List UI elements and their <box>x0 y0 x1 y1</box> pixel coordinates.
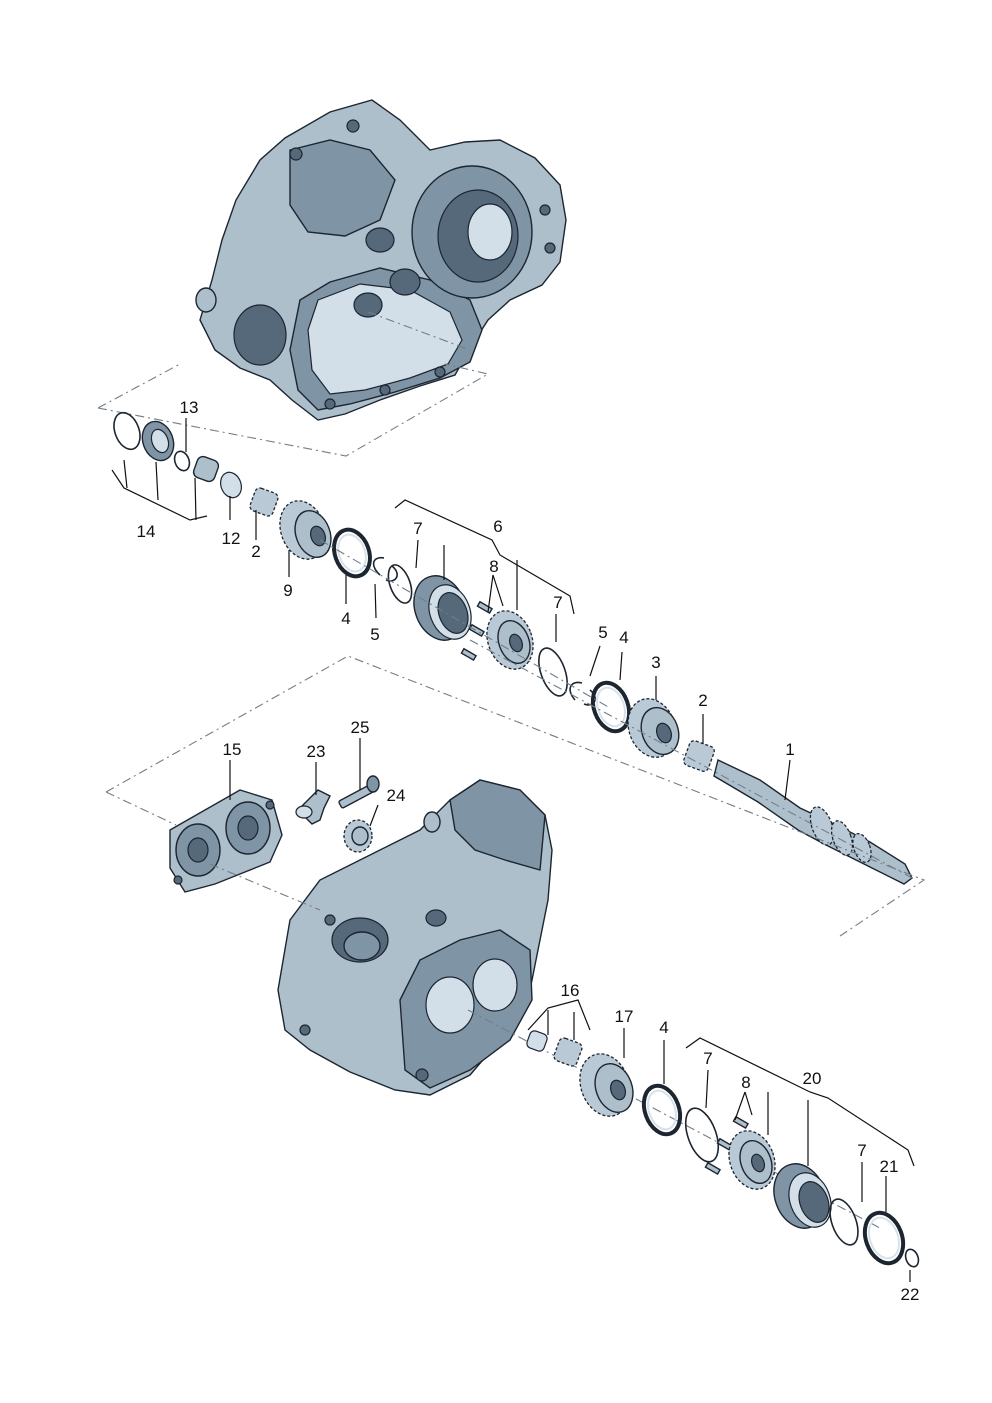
key-8-c <box>460 647 478 662</box>
callout-12: 12 <box>222 529 241 548</box>
key-8-d <box>732 1115 750 1130</box>
callout-4-mid: 4 <box>619 628 628 647</box>
callout-7-b: 7 <box>553 593 562 612</box>
lower-gearbox-housing <box>277 779 553 1096</box>
alignment-line-shaft-axis-upper <box>319 539 917 881</box>
selector-lever-23 <box>295 789 331 825</box>
upper-shaft-parts <box>113 411 913 885</box>
bush-14 <box>192 455 220 483</box>
sliding-sleeve-20 <box>773 1163 832 1229</box>
input-shaft-1 <box>713 759 913 885</box>
gear-3 <box>627 698 680 758</box>
callout-23: 23 <box>307 742 326 761</box>
callout-4-lower: 4 <box>659 1018 668 1037</box>
callout-4-upper: 4 <box>341 609 350 628</box>
synchro-ring-4-lower <box>641 1083 683 1137</box>
callout-7-d: 7 <box>857 1141 866 1160</box>
washer-12 <box>220 471 242 499</box>
callout-9: 9 <box>283 581 292 600</box>
callout-7-c: 7 <box>703 1049 712 1068</box>
circlip-14 <box>113 411 141 451</box>
needle-bearing-16 <box>553 1037 583 1067</box>
callout-14: 14 <box>137 522 156 541</box>
callout-25: 25 <box>351 718 370 737</box>
synchro-hub-20 <box>728 1130 776 1190</box>
callout-7-a: 7 <box>413 519 422 538</box>
ring-21 <box>862 1210 906 1266</box>
callout-21: 21 <box>880 1157 899 1176</box>
synchro-ring-4-mid <box>590 680 632 734</box>
key-8-f <box>704 1161 722 1176</box>
key-8-b <box>468 623 486 638</box>
callout-2-lower: 2 <box>698 691 707 710</box>
callout-15: 15 <box>223 740 242 759</box>
bolt-25 <box>338 775 380 809</box>
sliding-sleeve-6 <box>413 575 472 641</box>
callout-22: 22 <box>901 1285 920 1304</box>
lower-shaft-parts <box>526 1030 920 1268</box>
lower-leader-lines <box>229 738 915 1282</box>
callout-6: 6 <box>493 517 502 536</box>
callout-5-upper: 5 <box>370 625 379 644</box>
callout-2-upper: 2 <box>251 542 260 561</box>
callout-8-lower: 8 <box>741 1073 750 1092</box>
alignment-line-upper-axis <box>367 311 471 351</box>
callout-8-upper: 8 <box>489 557 498 576</box>
needle-bearing-2-lower <box>683 740 715 772</box>
ball-bearing-14 <box>141 420 175 462</box>
callout-5-mid: 5 <box>598 623 607 642</box>
drive-gear-24 <box>343 819 373 853</box>
callout-labels: 1 2 2 3 4 4 4 5 5 6 7 7 7 7 8 8 9 12 13 … <box>137 398 920 1304</box>
synchro-ring-4-upper <box>332 527 372 579</box>
callout-1: 1 <box>785 740 794 759</box>
gear-17 <box>579 1053 634 1117</box>
spring-5-upper <box>372 556 398 582</box>
alignment-line-upper-box <box>97 363 490 457</box>
wire-ring-7-c <box>684 1107 720 1163</box>
key-8-a <box>476 600 494 615</box>
callout-17: 17 <box>615 1007 634 1026</box>
alignment-line-lower-box <box>105 655 926 937</box>
upper-gearbox-housing <box>195 99 567 421</box>
needle-bearing-2-upper <box>249 487 279 517</box>
callout-13: 13 <box>180 398 199 417</box>
wire-ring-7-a <box>387 564 413 604</box>
wire-ring-7-b <box>538 647 568 697</box>
callout-3: 3 <box>651 653 660 672</box>
bush-16 <box>526 1030 548 1052</box>
gear-9 <box>279 500 332 560</box>
wire-ring-7-d <box>829 1198 859 1246</box>
callout-24: 24 <box>387 786 406 805</box>
callout-16: 16 <box>561 981 580 1000</box>
callout-20: 20 <box>803 1069 822 1088</box>
cover-plate-15 <box>169 789 283 893</box>
ring-13 <box>173 450 191 472</box>
circlip-22 <box>904 1248 920 1268</box>
synchro-hub-6 <box>486 610 534 670</box>
upper-leader-lines <box>111 418 791 801</box>
